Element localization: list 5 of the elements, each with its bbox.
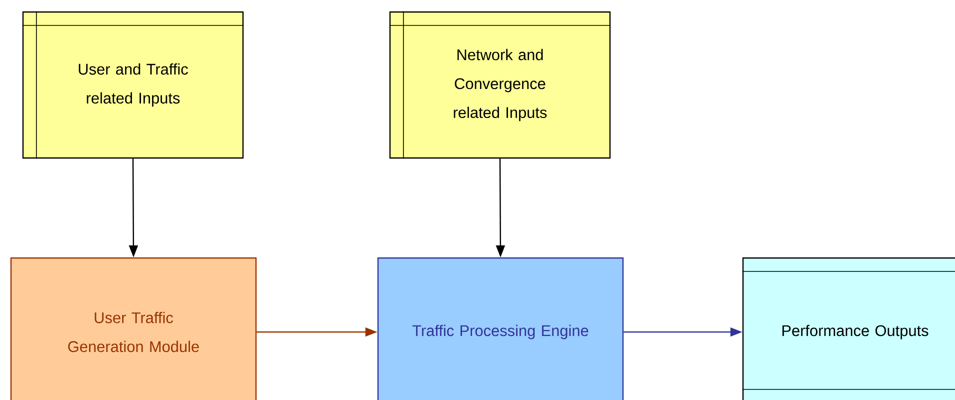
input-box: Network and Convergence related Inputs xyxy=(389,11,611,159)
input-box: User and Traffic related Inputs xyxy=(22,11,244,159)
output-box: Performance Outputs xyxy=(742,257,955,400)
process-box: User Traffic Generation Module xyxy=(10,257,257,400)
process-box: Traffic Processing Engine xyxy=(377,257,624,400)
